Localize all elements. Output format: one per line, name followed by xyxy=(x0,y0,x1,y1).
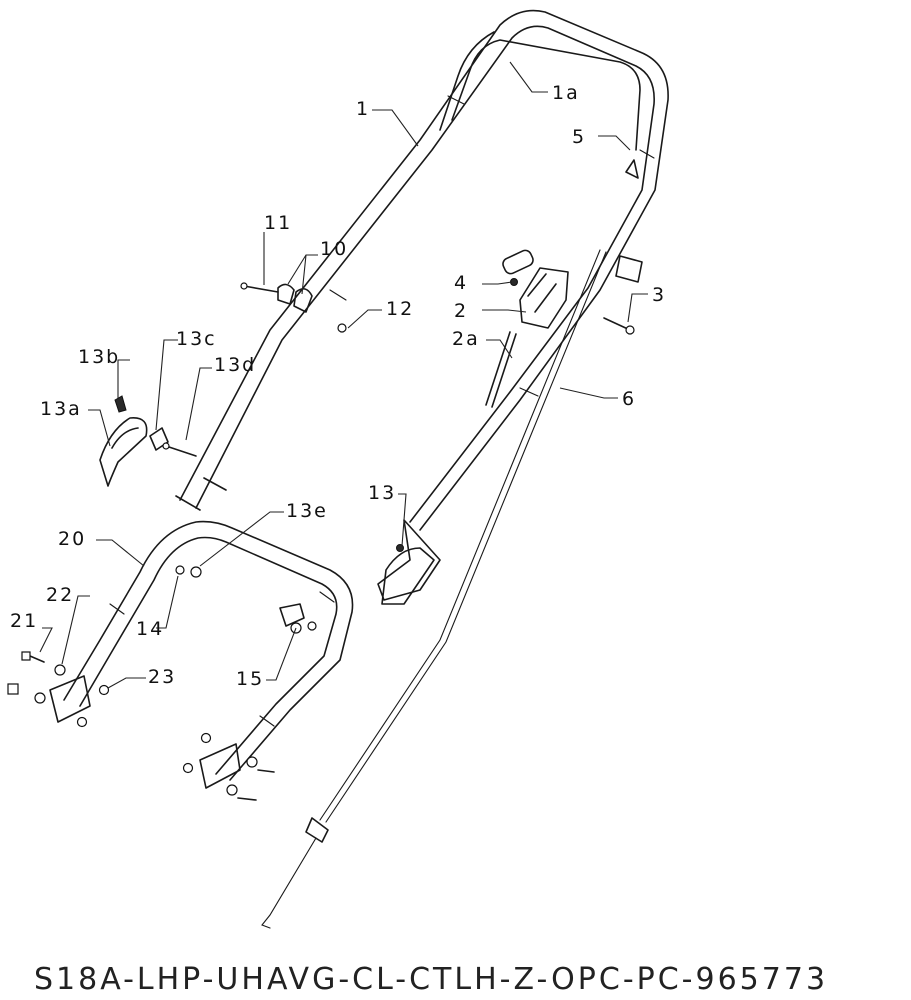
lower-hardware xyxy=(7,565,317,801)
callout-14: 14 xyxy=(136,618,165,640)
callout-13e: 13e xyxy=(286,500,328,522)
callout-3: 3 xyxy=(652,284,667,306)
leader-lines xyxy=(39,61,648,689)
callout-21: 21 xyxy=(10,610,39,632)
callout-13a: 13a xyxy=(40,398,82,420)
callout-23: 23 xyxy=(148,666,177,688)
callout-10: 10 xyxy=(320,238,349,260)
callout-2a: 2a xyxy=(452,328,480,350)
model-code: S18A-LHP-UHAVG-CL-CTLH-Z-OPC-PC-965773 xyxy=(34,962,829,997)
throttle-control xyxy=(485,249,569,408)
lower-handle xyxy=(49,520,354,789)
callout-11: 11 xyxy=(264,212,293,234)
upper-handle xyxy=(175,9,669,601)
callout-1: 1 xyxy=(356,98,371,120)
callout-15: 15 xyxy=(236,668,265,690)
callout-13b: 13b xyxy=(78,346,121,368)
callout-13d: 13d xyxy=(214,354,257,376)
callout-4: 4 xyxy=(454,272,469,294)
callout-12: 12 xyxy=(386,298,415,320)
callout-13: 13 xyxy=(368,482,397,504)
callout-13c: 13c xyxy=(176,328,217,350)
callout-5: 5 xyxy=(572,126,587,148)
callout-22: 22 xyxy=(46,584,75,606)
handle-knob-parts xyxy=(99,282,435,605)
callout-20: 20 xyxy=(58,528,87,550)
callout-6: 6 xyxy=(622,388,637,410)
callout-2: 2 xyxy=(454,300,469,322)
control-cable xyxy=(261,249,607,929)
callout-1a: 1a xyxy=(552,82,580,104)
cable-guide-parts xyxy=(603,159,643,335)
